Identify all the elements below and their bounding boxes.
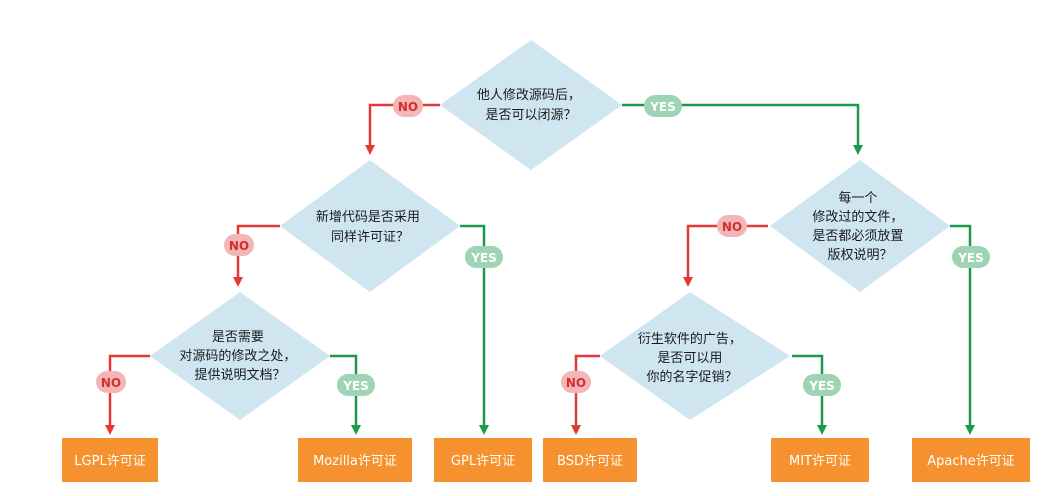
q2-no-connector <box>233 224 280 287</box>
q3-line-2: 对源码的修改之处， <box>179 348 296 364</box>
q3-line-3: 提供说明文档？ <box>194 367 285 383</box>
decision-q3: 是否需要 对源码的修改之处， 提供说明文档？ <box>150 292 330 420</box>
result-lgpl-label: LGPL许可证 <box>74 454 145 469</box>
no-label: NO <box>229 239 249 253</box>
decision-q2: 新增代码是否采用 同样许可证？ <box>280 160 460 292</box>
q5-line-3: 你的名字促销？ <box>646 369 737 385</box>
q5-line-2: 是否可以用 <box>657 351 722 366</box>
q3-yes-pill: YES <box>337 374 375 396</box>
result-mit-label: MIT许可证 <box>789 454 851 469</box>
no-label: NO <box>566 376 586 390</box>
q5-yes-pill: YES <box>803 374 841 396</box>
result-bsd-label: BSD许可证 <box>557 454 623 469</box>
no-label: NO <box>101 376 121 390</box>
q4-line-4: 版权说明？ <box>827 247 892 263</box>
q4-line-3: 是否都必须放置 <box>812 229 903 244</box>
q1-yes-connector <box>622 103 863 155</box>
result-mozilla-label: Mozilla许可证 <box>313 454 397 469</box>
result-mit: MIT许可证 <box>771 438 869 482</box>
q5-no-connector <box>571 354 600 435</box>
decision-q5: 衍生软件的广告， 是否可以用 你的名字促销？ <box>600 292 790 420</box>
result-apache-label: Apache许可证 <box>927 454 1015 469</box>
svg-text:每一个 修改过的文件， 是否都必须放: 每一个 修改过的文件， 是否都必须放置 版权说明？ <box>812 190 907 263</box>
svg-text:新增代码是否采用 同样许可证？: 新增代码是否采用 同样许可证？ <box>316 209 424 245</box>
decision-diamond <box>600 292 790 420</box>
yes-label: YES <box>808 379 835 393</box>
result-lgpl: LGPL许可证 <box>62 438 158 482</box>
q1-no-pill: NO <box>393 95 423 117</box>
q2-line-1: 新增代码是否采用 <box>316 209 420 225</box>
decision-diamond <box>280 160 460 292</box>
q5-line-1: 衍生软件的广告， <box>638 331 742 347</box>
q4-line-2: 修改过的文件， <box>812 209 903 225</box>
decision-diamond <box>440 40 622 170</box>
q1-line-1: 他人修改源码后， <box>477 88 581 103</box>
no-label: NO <box>722 220 742 234</box>
decision-diamond <box>770 160 950 292</box>
result-bsd: BSD许可证 <box>543 438 637 482</box>
result-mozilla: Mozilla许可证 <box>298 438 412 482</box>
decision-q1: 他人修改源码后， 是否可以闭源？ <box>440 40 622 170</box>
q2-yes-connector <box>460 224 489 435</box>
q4-no-pill: NO <box>717 215 747 237</box>
svg-text:他人修改源码后， 是否可以闭源？: 他人修改源码后， 是否可以闭源？ <box>477 88 585 123</box>
q2-line-2: 同样许可证？ <box>331 230 409 245</box>
q1-yes-pill: YES <box>644 95 682 117</box>
q2-no-pill: NO <box>224 234 254 256</box>
q3-yes-connector <box>330 354 361 435</box>
q3-no-connector <box>105 354 150 435</box>
result-gpl: GPL许可证 <box>434 438 532 482</box>
result-gpl-label: GPL许可证 <box>451 454 515 469</box>
svg-text:是否需要 对源码的修改之处， 提供说: 是否需要 对源码的修改之处， 提供说明文档？ <box>179 330 300 383</box>
yes-label: YES <box>649 100 676 114</box>
q3-line-1: 是否需要 <box>212 330 264 345</box>
q5-no-pill: NO <box>561 371 591 393</box>
yes-label: YES <box>470 251 497 265</box>
svg-text:衍生软件的广告， 是否可以用 你的名: 衍生软件的广告， 是否可以用 你的名字促销？ <box>638 331 746 385</box>
q2-yes-pill: YES <box>465 246 503 268</box>
q1-line-2: 是否可以闭源？ <box>485 108 576 123</box>
decision-diamond <box>150 292 330 420</box>
q4-line-1: 每一个 <box>838 190 877 206</box>
q4-yes-connector <box>950 224 975 435</box>
yes-label: YES <box>957 251 984 265</box>
result-apache: Apache许可证 <box>912 438 1030 482</box>
no-label: NO <box>398 100 418 114</box>
q4-yes-pill: YES <box>952 246 990 268</box>
decision-q4: 每一个 修改过的文件， 是否都必须放置 版权说明？ <box>770 160 950 292</box>
q5-yes-connector <box>792 354 827 435</box>
yes-label: YES <box>342 379 369 393</box>
q3-no-pill: NO <box>96 371 126 393</box>
